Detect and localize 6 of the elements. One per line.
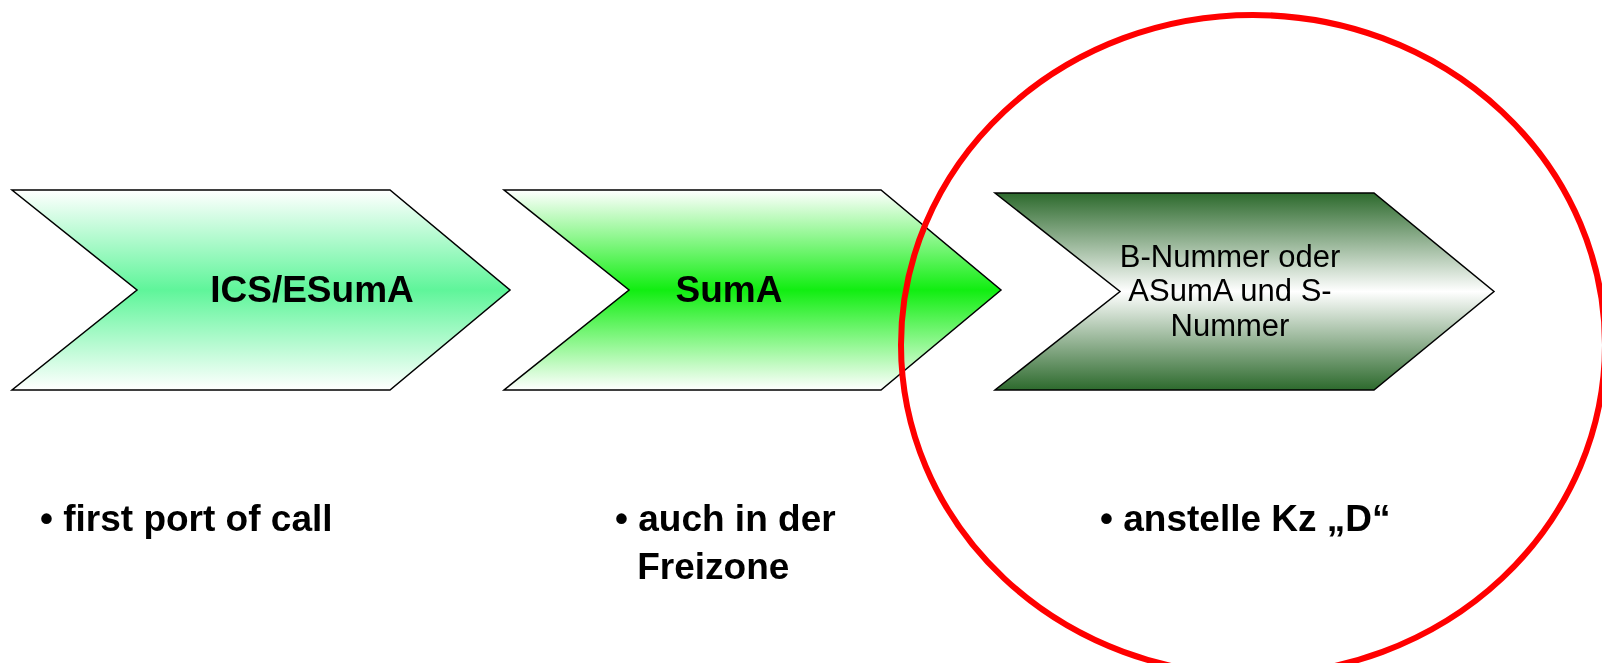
- chevron-label: B-Nummer oder ASumA und S-Nummer: [1118, 240, 1342, 343]
- chevron-label: ICS/ESumA: [210, 269, 414, 311]
- bullet-note: • anstelle Kz „D“: [1100, 497, 1392, 541]
- chevron-label: SumA: [675, 269, 783, 311]
- bullet-note: • first port of call: [40, 497, 334, 541]
- bullet-note: • auch in der Freizone: [615, 497, 837, 590]
